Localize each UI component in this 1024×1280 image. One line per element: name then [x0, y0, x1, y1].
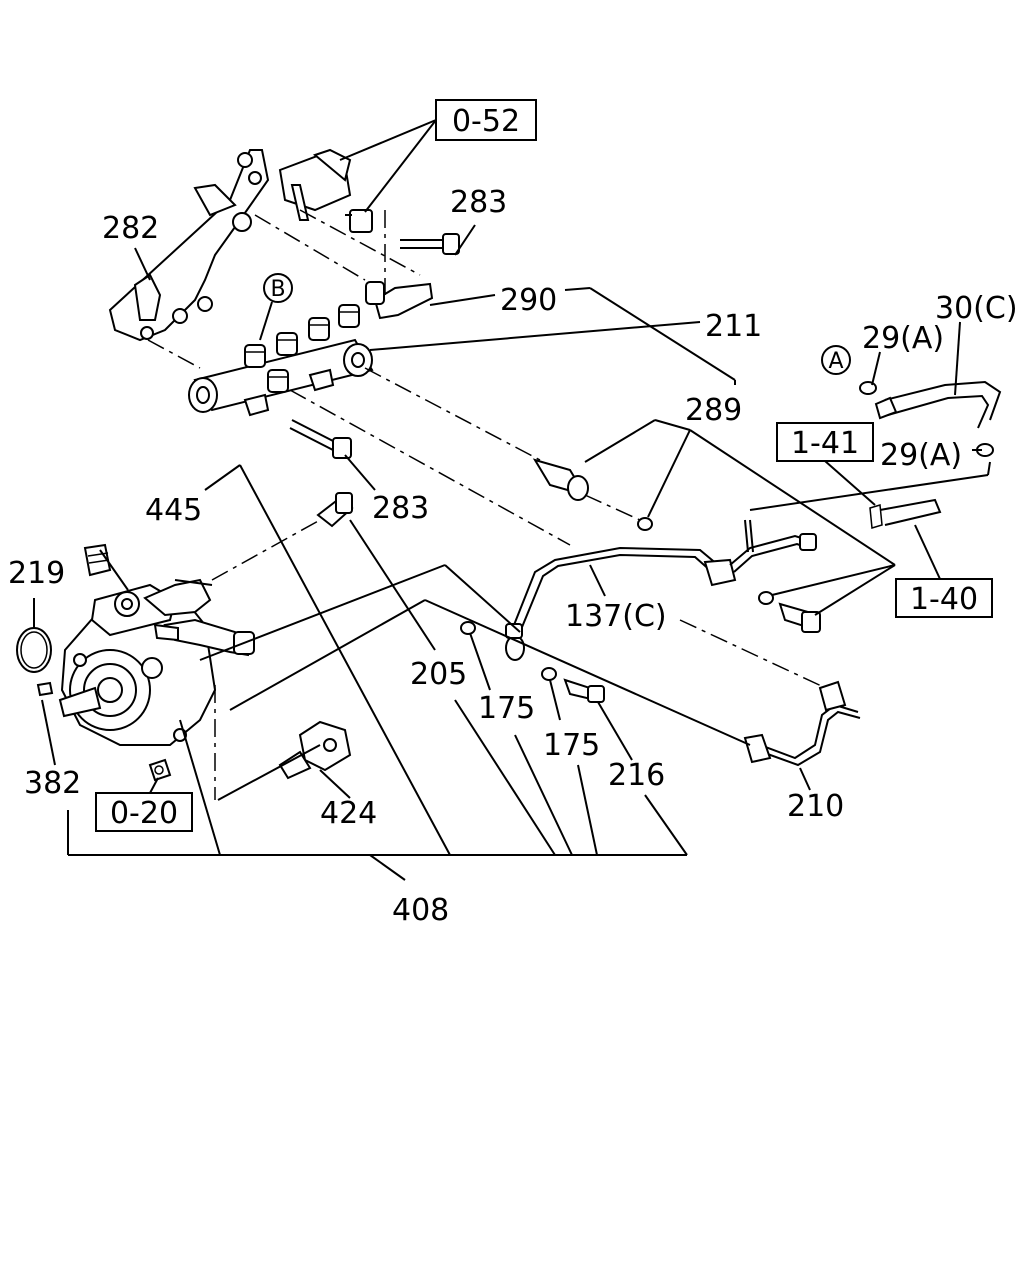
bolt-upper-rail — [345, 209, 373, 233]
callout-labels: 28328229021130(C)29(A)28929(A)2834452191… — [8, 185, 1018, 928]
pipe-210 — [743, 680, 861, 767]
boxed-ref-b141: 1-41 — [776, 422, 874, 462]
circled-references: BA — [263, 273, 851, 375]
callout-c210: 210 — [787, 789, 844, 824]
circled-ref-letter: B — [270, 277, 285, 302]
callout-c445: 445 — [145, 493, 202, 528]
boxed-ref-b020: 0-20 — [95, 792, 193, 832]
callout-c282: 282 — [102, 211, 159, 246]
boxed-ref-frame — [895, 578, 993, 618]
bolt-283-upper — [400, 233, 460, 255]
circled-ref-letter: A — [828, 349, 843, 374]
callout-c219: 219 — [8, 556, 65, 591]
callout-c175a: 175 — [478, 691, 535, 726]
circled-ref-rB: B — [263, 273, 293, 303]
circled-ref-ring — [263, 273, 293, 303]
hose-1-40 — [869, 498, 942, 529]
callout-c137c: 137(C) — [565, 599, 667, 634]
callout-c205: 205 — [410, 657, 467, 692]
fuel-pump-408 — [58, 578, 255, 746]
callout-c408: 408 — [392, 893, 449, 928]
callout-c211: 211 — [705, 309, 762, 344]
circled-ref-rA: A — [821, 345, 851, 375]
boxed-ref-frame — [95, 792, 193, 832]
pipe-137c — [505, 519, 821, 661]
valve-424 — [278, 720, 352, 780]
callout-c29a2: 29(A) — [880, 438, 962, 473]
washer-0-20 — [148, 758, 172, 782]
callout-c424: 424 — [320, 796, 377, 831]
boxed-ref-label: 0-20 — [110, 796, 178, 831]
boxed-ref-label: 1-41 — [791, 426, 859, 461]
callout-c283a: 283 — [450, 185, 507, 220]
boxed-ref-b140: 1-40 — [895, 578, 993, 618]
pressure-limiter-valve — [248, 148, 352, 221]
sensor-205 — [316, 492, 354, 528]
callout-c283b: 283 — [372, 491, 429, 526]
boxed-ref-label: 0-52 — [452, 104, 520, 139]
leader-lines — [33, 119, 991, 881]
boxed-ref-frame — [776, 422, 874, 462]
fitting-445 — [83, 543, 112, 577]
connector-289 — [532, 458, 653, 531]
callout-c175b: 175 — [543, 728, 600, 763]
boxed-ref-label: 1-40 — [910, 582, 978, 617]
callout-c216: 216 — [608, 758, 665, 793]
o-ring-219 — [16, 627, 52, 673]
boxed-ref-b052: 0-52 — [435, 99, 537, 141]
circled-ref-ring — [821, 345, 851, 375]
boxed-ref-frame — [435, 99, 537, 141]
callout-c382: 382 — [24, 766, 81, 801]
callout-c30c: 30(C) — [935, 291, 1018, 326]
callout-c290: 290 — [500, 283, 557, 318]
callout-c29a1: 29(A) — [862, 321, 944, 356]
key-382 — [36, 681, 54, 697]
bolt-283-lower — [289, 419, 352, 459]
boxed-references: 0-52 1-41 1-40 0-20 — [95, 99, 993, 832]
callout-c289: 289 — [685, 393, 742, 428]
